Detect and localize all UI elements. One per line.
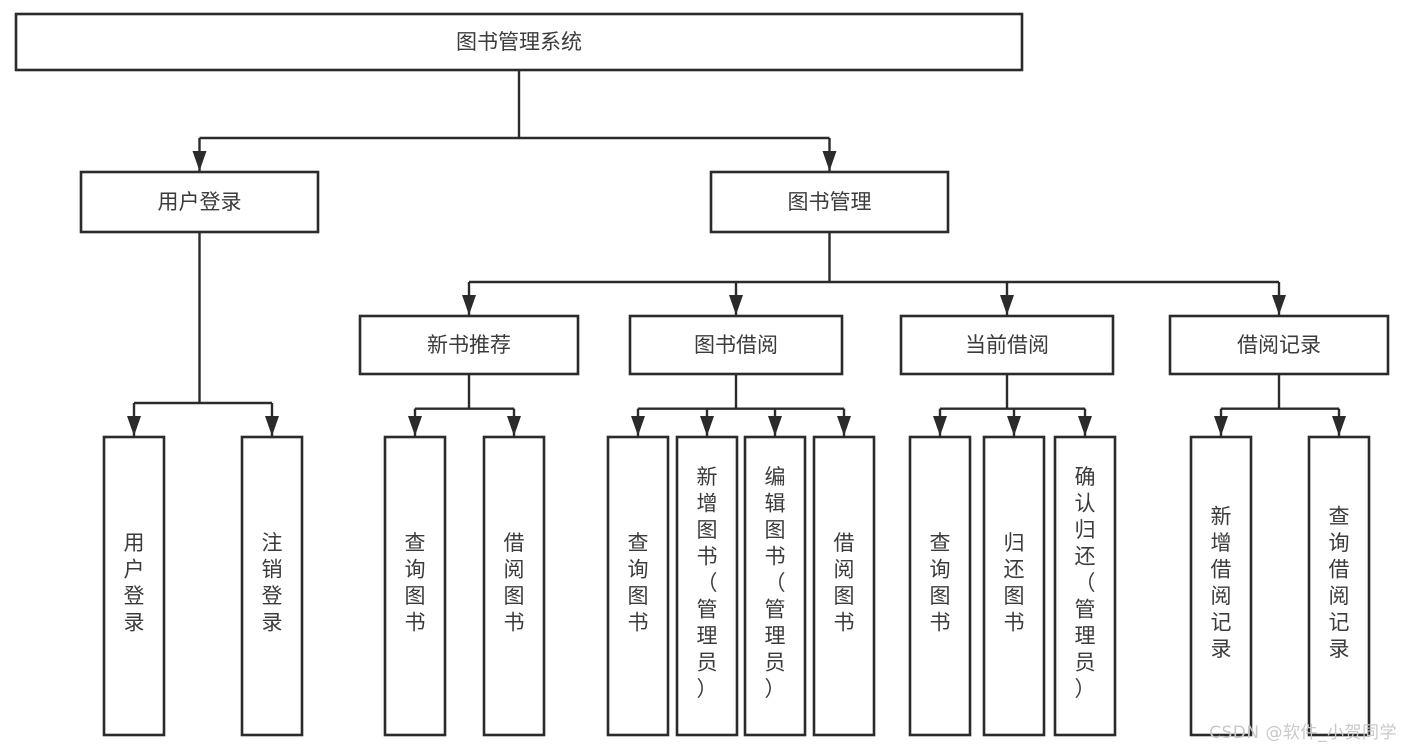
watermark-label: CSDN @软件_小贺同学 bbox=[1209, 723, 1397, 743]
node-leaf-edit-book[interactable]: 编辑图书（管理员） bbox=[743, 435, 807, 737]
arrow-head-icon bbox=[768, 416, 782, 436]
node-label-new-book-recommend: 新书推荐 bbox=[427, 333, 511, 357]
boxes-layer: 图书管理系统用户登录图书管理新书推荐图书借阅当前借阅借阅记录用户登录注销登录查询… bbox=[14, 12, 1390, 737]
node-label-book-borrow: 图书借阅 bbox=[694, 333, 778, 357]
node-box-leaf-add-record[interactable] bbox=[1189, 435, 1253, 737]
node-leaf-add-record[interactable]: 新增借阅记录 bbox=[1189, 435, 1253, 737]
node-leaf-query-record[interactable]: 查询借阅记录 bbox=[1307, 435, 1371, 737]
node-label-leaf-query-book-borrow: 查询图书 bbox=[628, 531, 649, 635]
node-book-manage[interactable]: 图书管理 bbox=[709, 170, 950, 234]
node-box-book-borrow[interactable] bbox=[628, 314, 844, 376]
arrow-head-icon bbox=[265, 416, 279, 436]
node-box-root[interactable] bbox=[14, 12, 1024, 72]
arrow-head-icon bbox=[1272, 295, 1286, 315]
node-label-borrow-record: 借阅记录 bbox=[1237, 333, 1321, 357]
node-leaf-user-logout[interactable]: 注销登录 bbox=[240, 435, 304, 737]
node-book-borrow[interactable]: 图书借阅 bbox=[628, 314, 844, 376]
node-box-leaf-add-book[interactable] bbox=[675, 435, 739, 737]
arrow-head-icon bbox=[192, 151, 207, 171]
arrow-head-icon bbox=[1332, 416, 1346, 436]
node-label-leaf-query-book-cur: 查询图书 bbox=[930, 531, 951, 635]
node-box-leaf-edit-book[interactable] bbox=[743, 435, 807, 737]
node-current-borrow[interactable]: 当前借阅 bbox=[899, 314, 1115, 376]
node-label-user-login: 用户登录 bbox=[158, 190, 242, 214]
node-box-leaf-return-book[interactable] bbox=[982, 435, 1046, 737]
node-box-user-login[interactable] bbox=[79, 170, 320, 234]
node-label-leaf-add-book: 新增图书（管理员） bbox=[697, 465, 718, 701]
node-label-leaf-query-book-rec: 查询图书 bbox=[405, 531, 426, 635]
node-root[interactable]: 图书管理系统 bbox=[14, 12, 1024, 72]
node-leaf-borrow-book-rec[interactable]: 借阅图书 bbox=[482, 435, 546, 737]
arrow-head-icon bbox=[933, 416, 947, 436]
node-label-leaf-return-book: 归还图书 bbox=[1004, 531, 1025, 635]
node-box-leaf-confirm-return[interactable] bbox=[1053, 435, 1117, 737]
arrow-head-icon bbox=[127, 416, 141, 436]
node-box-leaf-query-book-rec[interactable] bbox=[383, 435, 447, 737]
node-box-book-manage[interactable] bbox=[709, 170, 950, 234]
node-new-book-recommend[interactable]: 新书推荐 bbox=[358, 314, 580, 376]
node-leaf-return-book[interactable]: 归还图书 bbox=[982, 435, 1046, 737]
node-box-leaf-borrow-book[interactable] bbox=[812, 435, 876, 737]
node-label-leaf-user-login: 用户登录 bbox=[124, 531, 145, 635]
node-leaf-confirm-return[interactable]: 确认归还（管理员） bbox=[1053, 435, 1117, 737]
arrow-head-icon bbox=[1214, 416, 1228, 436]
node-leaf-query-book-rec[interactable]: 查询图书 bbox=[383, 435, 447, 737]
node-box-leaf-query-book-borrow[interactable] bbox=[606, 435, 670, 737]
arrow-head-icon bbox=[837, 416, 851, 436]
arrow-head-icon bbox=[1007, 416, 1021, 436]
node-box-leaf-user-logout[interactable] bbox=[240, 435, 304, 737]
node-label-leaf-add-record: 新增借阅记录 bbox=[1211, 505, 1232, 662]
node-box-new-book-recommend[interactable] bbox=[358, 314, 580, 376]
arrow-head-icon bbox=[1078, 416, 1092, 436]
arrow-head-icon bbox=[729, 295, 743, 315]
node-label-leaf-query-record: 查询借阅记录 bbox=[1329, 505, 1350, 662]
node-borrow-record[interactable]: 借阅记录 bbox=[1168, 314, 1390, 376]
node-box-current-borrow[interactable] bbox=[899, 314, 1115, 376]
node-leaf-query-book-cur[interactable]: 查询图书 bbox=[908, 435, 972, 737]
node-label-leaf-confirm-return: 确认归还（管理员） bbox=[1075, 465, 1096, 701]
node-label-root: 图书管理系统 bbox=[456, 30, 582, 54]
node-box-leaf-borrow-book-rec[interactable] bbox=[482, 435, 546, 737]
arrow-head-icon bbox=[462, 295, 476, 315]
arrow-head-icon bbox=[1000, 295, 1014, 315]
node-label-leaf-edit-book: 编辑图书（管理员） bbox=[765, 465, 786, 701]
arrow-head-icon bbox=[408, 416, 422, 436]
node-leaf-user-login[interactable]: 用户登录 bbox=[102, 435, 166, 737]
node-box-leaf-query-book-cur[interactable] bbox=[908, 435, 972, 737]
arrow-head-icon bbox=[822, 151, 837, 171]
node-label-current-borrow: 当前借阅 bbox=[965, 333, 1049, 357]
node-label-leaf-borrow-book: 借阅图书 bbox=[834, 531, 855, 635]
node-box-borrow-record[interactable] bbox=[1168, 314, 1390, 376]
arrow-head-icon bbox=[631, 416, 645, 436]
arrow-head-icon bbox=[507, 416, 521, 436]
connectors-layer bbox=[127, 70, 1346, 436]
node-leaf-borrow-book[interactable]: 借阅图书 bbox=[812, 435, 876, 737]
node-leaf-query-book-borrow[interactable]: 查询图书 bbox=[606, 435, 670, 737]
node-user-login[interactable]: 用户登录 bbox=[79, 170, 320, 234]
node-leaf-add-book[interactable]: 新增图书（管理员） bbox=[675, 435, 739, 737]
node-box-leaf-query-record[interactable] bbox=[1307, 435, 1371, 737]
node-label-leaf-user-logout: 注销登录 bbox=[262, 531, 283, 635]
node-box-leaf-user-login[interactable] bbox=[102, 435, 166, 737]
arrow-head-icon bbox=[700, 416, 714, 436]
node-label-book-manage: 图书管理 bbox=[788, 190, 872, 214]
node-label-leaf-borrow-book-rec: 借阅图书 bbox=[504, 531, 525, 635]
